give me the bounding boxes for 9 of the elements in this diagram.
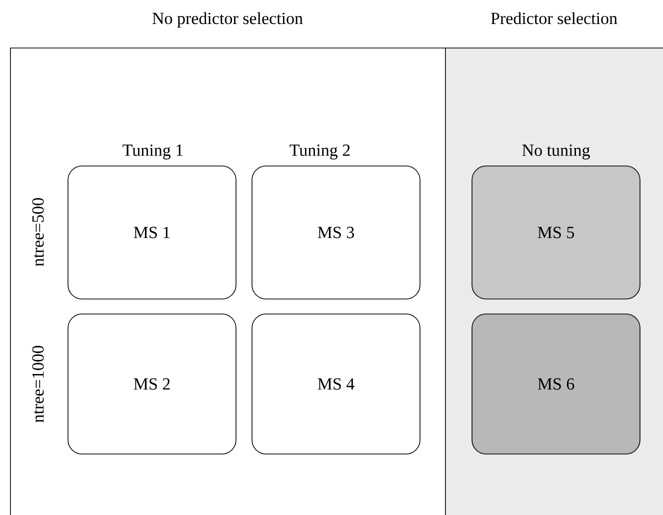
rounded-box: MS 3 (252, 166, 420, 300)
row-label: ntree=1000 (32, 346, 44, 422)
rounded-box: MS 4 (252, 314, 420, 454)
node-label: Predictor selection (491, 12, 618, 24)
rounded-box: MS 5 (472, 166, 640, 300)
row-label: ntree=500 (32, 198, 44, 266)
rounded-box: MS 1 (68, 166, 236, 300)
rounded-box: MS 6 (472, 314, 640, 454)
rounded-box: MS 2 (68, 314, 236, 454)
